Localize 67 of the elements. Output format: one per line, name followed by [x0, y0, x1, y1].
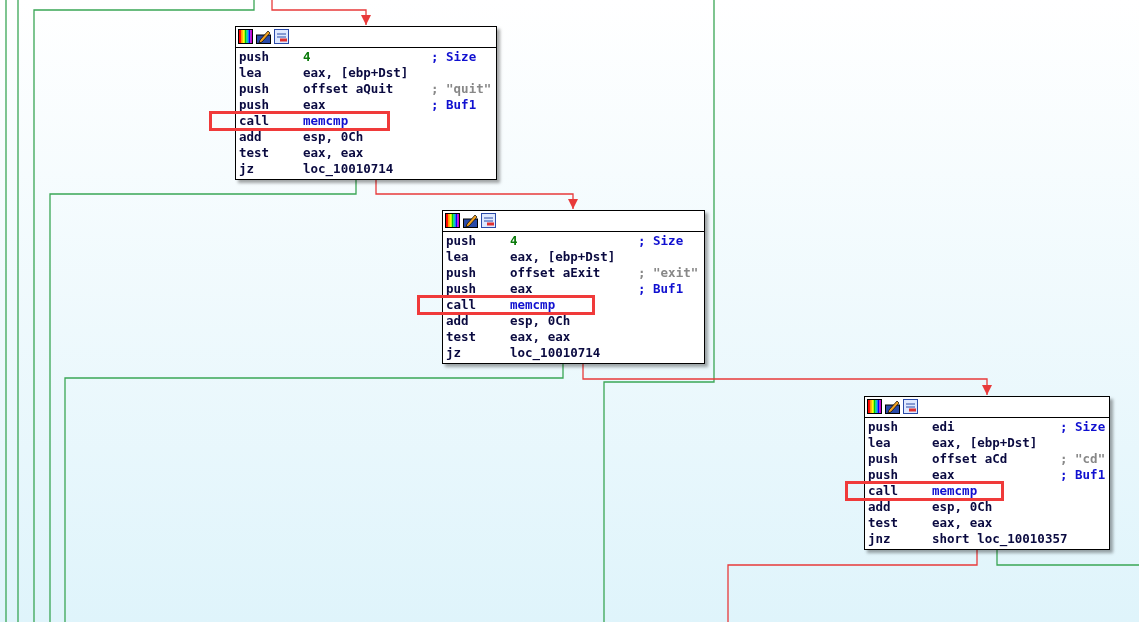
arrow — [375, 179, 579, 210]
instruction-mnemonic: push — [239, 81, 270, 97]
instruction-mnemonic: push — [446, 265, 477, 281]
code-comment: ; "cd" — [1060, 451, 1106, 467]
code-comment: ; Size — [638, 233, 684, 249]
instruction-operand: memcmp — [932, 483, 978, 499]
code-comment: ; Buf1 — [431, 97, 477, 113]
instruction-operand: loc_10010714 — [510, 345, 601, 361]
instruction-operand: eax, [ebp+Dst] — [510, 249, 616, 265]
code-comment: ; "exit" — [638, 265, 699, 281]
instruction-mnemonic: test — [239, 145, 270, 161]
code-block — [864, 396, 1110, 550]
instruction-mnemonic: push — [239, 49, 270, 65]
code-comment: ; Buf1 — [638, 281, 684, 297]
code-comment: ; Size — [1060, 419, 1106, 435]
instruction-mnemonic: test — [446, 329, 477, 345]
code-block — [235, 26, 497, 180]
instruction-mnemonic: push — [239, 97, 270, 113]
instruction-mnemonic: call — [239, 113, 270, 129]
instruction-mnemonic: call — [868, 483, 899, 499]
instruction-operand: eax, eax — [303, 145, 364, 161]
connector-line — [49, 179, 357, 622]
instruction-mnemonic: lea — [868, 435, 891, 451]
instruction-mnemonic: add — [239, 129, 262, 145]
instruction-mnemonic: jz — [446, 345, 462, 361]
arrow — [582, 363, 993, 396]
instruction-mnemonic: jnz — [868, 531, 891, 547]
instruction-operand: esp, 0Ch — [510, 313, 571, 329]
instruction-mnemonic: push — [446, 281, 477, 297]
instruction-mnemonic: jz — [239, 161, 255, 177]
instruction-mnemonic: lea — [446, 249, 469, 265]
instruction-mnemonic: add — [868, 499, 891, 515]
instruction-mnemonic: lea — [239, 65, 262, 81]
instruction-operand: memcmp — [510, 297, 556, 313]
instruction-operand: eax, [ebp+Dst] — [932, 435, 1038, 451]
instruction-operand: esp, 0Ch — [932, 499, 993, 515]
code-comment: ; "quit" — [431, 81, 492, 97]
instruction-operand: offset aQuit — [303, 81, 394, 97]
instruction-operand: esp, 0Ch — [303, 129, 364, 145]
instruction-operand: memcmp — [303, 113, 349, 129]
instruction-operand: 4 — [510, 233, 518, 249]
instruction-mnemonic: push — [446, 233, 477, 249]
instruction-operand: eax, [ebp+Dst] — [303, 65, 409, 81]
instruction-mnemonic: push — [868, 467, 899, 483]
instruction-mnemonic: push — [868, 419, 899, 435]
connector-line — [64, 363, 564, 622]
instruction-operand: eax — [932, 467, 955, 483]
code-block — [442, 210, 705, 364]
code-comment: ; Buf1 — [1060, 467, 1106, 483]
instruction-mnemonic: push — [868, 451, 899, 467]
instruction-operand: 4 — [303, 49, 311, 65]
connector-line — [727, 549, 978, 622]
instruction-mnemonic: call — [446, 297, 477, 313]
instruction-mnemonic: add — [446, 313, 469, 329]
instruction-operand: offset aExit — [510, 265, 601, 281]
instruction-operand: eax — [303, 97, 326, 113]
instruction-operand: eax, eax — [932, 515, 993, 531]
instruction-operand: loc_10010714 — [303, 161, 394, 177]
instruction-operand: edi — [932, 419, 955, 435]
instruction-operand: offset aCd — [932, 451, 1008, 467]
instruction-mnemonic: test — [868, 515, 899, 531]
arrow — [271, 0, 372, 26]
code-comment: ; Size — [431, 49, 477, 65]
instruction-operand: eax — [510, 281, 533, 297]
instruction-operand: short loc_10010357 — [932, 531, 1068, 547]
instruction-operand: eax, eax — [510, 329, 571, 345]
connector-line — [996, 549, 1139, 566]
